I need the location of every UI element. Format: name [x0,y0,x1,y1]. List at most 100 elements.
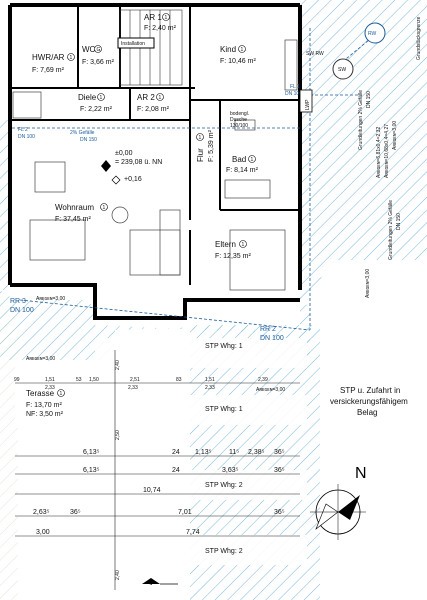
svg-text:36⁵: 36⁵ [274,509,285,516]
svg-text:2,33: 2,33 [205,385,215,391]
svg-text:AR 2: AR 2 [137,93,155,102]
installation-label: Installation [121,41,145,47]
rr2b-label: DN 100 [260,335,284,342]
rr2-label: RR 2 [260,326,276,333]
stp-w2b: STP Whg: 2 [205,548,243,555]
svg-text:F: 7,69 m²: F: 7,69 m² [32,67,65,74]
room-diele: Diele 1 F: 2,22 m² [78,93,113,113]
rr3-label: RR 3 [10,298,26,305]
svg-text:1: 1 [103,205,106,211]
area-right-label: Aʀᴇɢᴇɴ=3,00 [256,387,285,393]
svg-text:NF: 3,50 m²: NF: 3,50 m² [26,411,64,418]
svg-text:WC: WC [82,45,96,54]
svg-text:F: 2,08 m²: F: 2,08 m² [137,106,170,113]
room-wc: WC G F: 3,66 m² [82,45,115,66]
room-ar2: AR 2 1 F: 2,08 m² [137,93,170,113]
section-marker: A [142,578,178,585]
svg-text:HWR/AR: HWR/AR [32,53,65,62]
grund1b-label: DN 150 [366,91,372,108]
svg-text:99: 99 [14,377,20,383]
svg-text:bodengl.: bodengl. [230,111,249,117]
room-ar1: AR 1 1 F: 2,40 m² [144,13,177,32]
lwp-label: LWP [305,99,311,110]
svg-text:F: 13,70 m²: F: 13,70 m² [26,402,62,409]
svg-text:F: 2,22 m²: F: 2,22 m² [80,106,113,113]
svg-text:11⁵: 11⁵ [229,449,239,456]
svg-text:53: 53 [76,377,82,383]
parking-note: STP u. Zufahrt in versickerungsfähigem B… [330,386,408,417]
svg-text:1: 1 [165,15,168,21]
svg-text:Belag: Belag [357,408,377,417]
dimension-lines [15,350,300,590]
shower-note: bodengl. Dusche 130/100 [230,111,249,129]
svg-text:F: 37,45 m²: F: 37,45 m² [55,216,91,223]
svg-text:6,13⁵: 6,13⁵ [83,449,100,456]
svg-text:F: 12,35 m²: F: 12,35 m² [215,253,251,260]
dim-row-e: 3,00 7,74 [36,529,200,536]
svg-text:1,51: 1,51 [45,377,55,383]
level-marker: ±0,00 = 239,08 ü. NN +0,16 [101,150,162,185]
svg-text:1: 1 [251,157,254,163]
svg-text:F: 8,14 m²: F: 8,14 m² [226,167,259,174]
stp-w1a: STP Whg: 1 [205,343,243,350]
dim-240-a: 2,40 [115,360,121,370]
fl2-label: FL 2 [18,127,28,133]
svg-text:1: 1 [241,47,244,53]
svg-text:36⁵: 36⁵ [70,509,81,516]
svg-text:1,13⁵: 1,13⁵ [195,449,212,456]
svg-text:7,74: 7,74 [186,529,200,536]
dim-row-1: 99 1,51 53 1,50 2,51 83 1,51 2,39 2,33 2… [14,377,268,391]
svg-text:2,51: 2,51 [130,377,140,383]
svg-text:Kind: Kind [220,45,236,54]
svg-text:Flur: Flur [196,148,205,162]
fl2b-label: DN 100 [18,134,35,140]
svg-text:2,33: 2,33 [128,385,138,391]
svg-text:RW: RW [368,31,377,37]
grund2b-label: DN 150 [396,213,402,230]
installation-box [117,37,155,49]
stp-band-1 [95,338,307,368]
terrace-area [15,360,97,420]
svg-text:24: 24 [172,449,180,456]
svg-text:F: 2,40 m²: F: 2,40 m² [144,25,177,32]
fl1b-label: DN 100 [285,91,302,97]
stp-band-3 [95,470,307,500]
svg-text:SW: SW [338,67,346,73]
area-calc-1: Aʀᴇɢᴇɴ=6,81x0,4=2,32 [376,127,382,178]
svg-text:= 239,08 ü. NN: = 239,08 ü. NN [115,159,162,166]
svg-text:Dusche: Dusche [230,117,247,123]
fl1-label: FL 1 [290,84,300,90]
sw-rw-label: SW RW [306,51,324,57]
dim-250: 2,50 [115,430,121,440]
stp-w2a: STP Whg: 2 [205,482,243,489]
svg-text:Bad: Bad [232,155,246,164]
svg-text:Diele: Diele [78,93,97,102]
svg-text:versickerungsfähigem: versickerungsfähigem [330,397,408,406]
dim-row-a: 6,13⁵ 24 1,13⁵ 11⁵ 2,38⁵ 36⁵ [83,449,285,456]
grund1-label: Grundleitungen 2% Gefälle [358,90,364,150]
svg-text:F: 3,66 m²: F: 3,66 m² [82,59,115,66]
area-mid: Aʀᴇɢᴇɴ=3,00 [26,356,55,362]
rw-manhole: RW [364,22,386,44]
exterior-walls [8,3,302,320]
green-hatch [0,300,18,600]
svg-text:1: 1 [60,391,63,397]
svg-text:3,63⁵: 3,63⁵ [222,467,239,474]
room-bad: Bad 1 F: 8,14 m² [226,155,259,174]
svg-text:2,39: 2,39 [258,377,268,383]
grund2-label: Grundleitungen 2% Gefälle [388,200,394,260]
svg-text:Wohnraum: Wohnraum [55,203,94,212]
furniture [12,39,298,291]
rr3b-label: DN 100 [10,307,34,314]
sw-manhole: SW [332,58,354,80]
room-eltern: Eltern 1 F: 12,35 m² [215,240,251,260]
svg-text:1,50: 1,50 [89,377,99,383]
svg-text:6,13⁵: 6,13⁵ [83,467,100,474]
svg-text:2,63⁵: 2,63⁵ [33,509,50,516]
svg-text:24: 24 [172,467,180,474]
svg-text:7,01: 7,01 [178,509,192,516]
dim-row-c: 10,74 [143,487,161,494]
svg-text:Terasse: Terasse [26,389,55,398]
svg-text:36⁵: 36⁵ [274,449,285,456]
